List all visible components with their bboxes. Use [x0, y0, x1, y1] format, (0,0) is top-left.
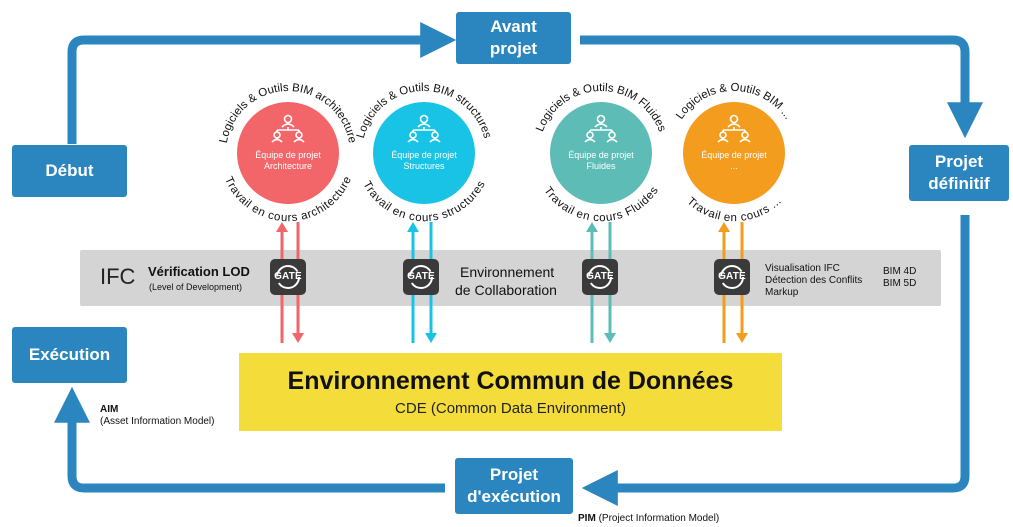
gate-label: GATE [407, 271, 435, 282]
phase-debut: Début [12, 145, 127, 197]
arrow-projexec-to-execution [54, 386, 445, 493]
collab-line2: de Collaboration [455, 282, 557, 298]
arc-top-other: Logiciels & Outils BIM ... [674, 82, 794, 122]
phase-projet-definitif-label: Projet définitif [928, 152, 990, 193]
pim-subtitle: (Project Information Model) [598, 513, 720, 524]
lod-title: Vérification LOD [148, 264, 250, 279]
arrow-avant-to-definitif [580, 35, 983, 139]
arrow-debut-to-avant [67, 22, 457, 144]
viz-markup: Markup [765, 287, 799, 298]
team-label-2: Architecture [263, 161, 313, 171]
gate-fluides: GATE [582, 259, 618, 295]
phase-projet-definitif: Projet définitif [909, 145, 1009, 201]
cde-title: Environnement Commun de Données [287, 367, 734, 395]
team-label-1: Équipe de projet [391, 150, 457, 160]
gate-label: GATE [718, 271, 746, 282]
arc-top-fluides: Logiciels & Outils BIM Fluides [534, 82, 668, 134]
arc-top-structures: Logiciels & Outils BIM structures [355, 82, 493, 140]
team-label-1: Équipe de projet [568, 150, 634, 160]
team-icon [271, 114, 305, 143]
phase-projet-execution: Projet d'exécution [455, 458, 573, 514]
gate-structures: GATE [403, 259, 439, 295]
gate-cycle-icon [276, 265, 300, 289]
cde-box: Environnement Commun de Données CDE (Com… [239, 353, 782, 431]
arc-top-architecture: Logiciels & Outils BIM architecture [218, 82, 358, 144]
team-icon [407, 114, 441, 143]
team-label-1: Équipe de projet [701, 150, 767, 160]
aim-subtitle: (Asset Information Model) [100, 416, 215, 427]
arc-bottom-structures: Travail en cours structures [360, 179, 487, 224]
phase-execution: Exécution [12, 327, 127, 383]
team-label-2: Fluides [586, 161, 616, 171]
arrow-definitif-to-projexec [581, 215, 970, 506]
viz-conflits: Détection des Conflits [765, 275, 863, 286]
viz-ifc: Visualisation IFC [765, 263, 840, 274]
phase-projet-execution-label: Projet d'exécution [467, 465, 561, 506]
phase-avant-projet-label: Avant projet [489, 17, 538, 58]
team-circle-fluides: Équipe de projet Fluides [550, 102, 652, 204]
phase-debut-label: Début [45, 161, 94, 180]
arc-bottom-architecture: Travail en cours architecture [222, 175, 354, 224]
arc-bottom-other: Travail en cours ... [685, 195, 784, 224]
lod-subtitle: (Level of Development) [149, 282, 243, 292]
arc-bottom-fluides: Travail en cours Fluides [541, 185, 661, 225]
aim-label: AIM [100, 404, 119, 415]
team-circle-other: Équipe de projet ... [683, 102, 785, 204]
team-circle-structures: Équipe de projet Structures [373, 102, 475, 204]
team-circle-architecture: Équipe de projet Architecture [237, 102, 339, 204]
gate-cycle-icon [720, 265, 744, 289]
gate-label: GATE [274, 271, 302, 282]
team-label-2: ... [730, 161, 738, 171]
bim-4d: BIM 4D [883, 266, 917, 277]
ifc-label: IFC [100, 264, 136, 289]
team-label-2: Structures [403, 161, 445, 171]
gate-label: GATE [586, 271, 614, 282]
gate-other: GATE [714, 259, 750, 295]
pim-label: PIM [578, 513, 596, 524]
phase-avant-projet: Avant projet [456, 12, 571, 64]
team-label-1: Équipe de projet [255, 150, 321, 160]
team-icon [717, 114, 751, 143]
gate-cycle-icon [588, 265, 612, 289]
team-icon [584, 114, 618, 143]
pim-note: PIM (Project Information Model) [578, 513, 719, 525]
gate-cycle-icon [409, 265, 433, 289]
gate-architecture: GATE [270, 259, 306, 295]
bim-5d: BIM 5D [883, 278, 917, 289]
cde-subtitle: CDE (Common Data Environment) [395, 400, 626, 417]
collab-line1: Environnement [460, 264, 555, 280]
collaboration-band [80, 250, 941, 306]
phase-execution-label: Exécution [28, 345, 111, 364]
